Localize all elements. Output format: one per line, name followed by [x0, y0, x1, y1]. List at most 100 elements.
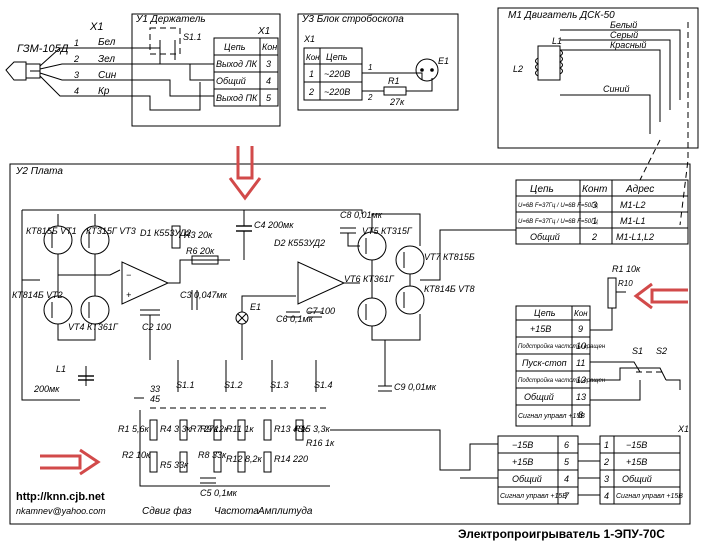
u3-node2: 2 [367, 93, 373, 102]
r16-label: R16 1к [306, 438, 335, 448]
lbt-row1-kon: 6 [564, 440, 569, 450]
u3-node1: 1 [368, 63, 372, 72]
ct-row6-kon: 8 [578, 410, 583, 420]
u1-head-kon: Кон [262, 42, 277, 52]
u1-row1-kon: 3 [266, 59, 271, 69]
speed-selector: 33 45 S1.1 S1.2 S1.3 S1.4 [134, 360, 333, 409]
u3-row2-cep: ~220В [324, 87, 350, 97]
u1-holder-block: У1 Держатель X1 S1.1 Цепь Кон Выход ЛК 3… [131, 13, 281, 127]
resistor-network: R1 5,6к R2 10к R4 3,3к R7 27к R5 33к R9 … [118, 410, 335, 517]
ct-row3-kon: 11 [576, 358, 585, 368]
u2-title: У2 Плата [15, 166, 63, 177]
m1-l1: L1 [552, 36, 562, 46]
pt-row1-adr: М1-L2 [620, 200, 646, 210]
pin-1: 1 [74, 38, 79, 48]
u3-row1-cep: ~220В [324, 69, 350, 79]
x1b-row4-cep: Сигнал управл +15В [616, 493, 683, 500]
e1-label: E1 [250, 302, 261, 312]
lbt-row4-cep: Сигнал управл +15В [500, 493, 567, 500]
u1-row3-cep: Выход ПК [216, 93, 258, 103]
cartridge-head: ГЗМ-105Д X1 Бел Зел Син Кр 1 2 3 4 [5, 21, 132, 97]
u1-conn: X1 [257, 26, 270, 37]
u3-title: У3 Блок стробоскопа [301, 13, 404, 25]
ct-row1-cep: +15В [530, 324, 551, 334]
red-arrow-right [40, 448, 101, 476]
r1-10k-pot: R1 10к R10 [590, 264, 641, 331]
vt5-label: VT5 КТ315Г [362, 226, 413, 236]
switch-s1-3: S1.3 [270, 380, 289, 390]
footer-email: nkamnev@yahoo.com [16, 506, 106, 516]
m1-wire-sin: Синий [603, 84, 629, 94]
x1b-row2-cep: +15В [626, 457, 647, 467]
r8-label: R8 33к [198, 450, 227, 460]
d2-label: D2 К553УД2 [274, 238, 325, 248]
pt-row2-adr: М1-L1 [620, 216, 646, 226]
vt8-label: КТ814Б VT8 [424, 284, 475, 294]
u3-conn: X1 [303, 34, 315, 44]
c8-label: C8 0,01мк [340, 210, 383, 220]
x1b-row4-kon: 4 [604, 491, 609, 501]
u3-r1-val: 27к [389, 97, 405, 107]
d1-opamp: D1 К553УД2 − + R3 20к R6 20к C3 0,047мк … [121, 225, 230, 360]
u1-row3-kon: 5 [266, 93, 272, 103]
ct-row6-cep: Сигнал управл +15В [518, 413, 585, 420]
r4-label: R4 3,3к [160, 424, 192, 434]
r9-label: R9 12к [200, 424, 229, 434]
ct-row2-cep: Подстройка частоты вращен [518, 343, 606, 350]
switch-s1-2: S1.2 [224, 380, 243, 390]
c2-label: C2 100 [142, 322, 171, 332]
x1b-row1-cep: −15В [626, 440, 647, 450]
ct-row5-kon: 13 [576, 392, 586, 402]
r13-label: R13 43к [274, 424, 308, 434]
lbt-row2-cep: +15В [512, 457, 533, 467]
ct-row1-kon: 9 [578, 324, 583, 334]
m1-motor-block: М1 Двигатель ДСК-50 Белый Серый Красный … [497, 7, 699, 226]
c1-label: 200мк [33, 384, 60, 394]
pt-row2-cep: U=6В F=37Гц / U=6В F=50Гц [518, 219, 598, 225]
ct-head-kon: Кон [574, 309, 588, 318]
r1-label: R1 5,6к [118, 424, 150, 434]
wire-bel: Бел [98, 37, 116, 48]
vt7-label: VT7 КТ815Б [424, 252, 475, 262]
right-output-stage: VT5 КТ315Г VT7 КТ815Б VT6 КТ361Г КТ814Б … [344, 213, 516, 392]
label-frequency: Частота [214, 506, 259, 517]
c4-capacitor: C4 200мк E1 [235, 210, 296, 360]
r12-label: R12 8,2к [226, 454, 263, 464]
lbt-row3-kon: 4 [564, 474, 569, 484]
r7-label: R7 27к [190, 424, 219, 434]
wire-zel: Зел [98, 54, 115, 65]
switch-s1-4: S1.4 [314, 380, 333, 390]
footer-url: http://knn.cjb.net [16, 491, 105, 503]
lbt-row2-kon: 5 [564, 457, 570, 467]
pt-head-cep: Цепь [530, 184, 554, 195]
pt-row3-cep: Общий [530, 232, 560, 242]
u1-head-cep: Цепь [224, 42, 246, 52]
s1-s2-switches: S1 S2 [590, 346, 681, 401]
control-table: Цепь Кон +15В 9 Подстройка частоты враще… [515, 305, 606, 427]
switch-s1-1: S1.1 [176, 380, 195, 390]
x1b-row3-cep: Общий [622, 474, 652, 484]
r2-label: R2 10к [122, 450, 151, 460]
r11-label: R11 1к [226, 424, 254, 434]
d2-opamp: D2 К553УД2 C6 0,1мк C7 100 [274, 238, 360, 324]
m1-wire-ser: Серый [610, 30, 638, 40]
r10-label: R10 [618, 279, 633, 288]
c4-label: C4 200мк [254, 220, 294, 230]
u1-title: У1 Держатель [135, 14, 206, 25]
pin-4: 4 [74, 86, 79, 96]
s2-label: S2 [656, 346, 667, 356]
u3-row1-kon: 1 [309, 69, 314, 79]
pt-row1-kont: 3 [592, 200, 597, 210]
wire-kr: Кр [98, 86, 110, 97]
c8-capacitor: C8 0,01мк [340, 210, 383, 247]
ct-row5-cep: Общий [524, 392, 554, 402]
u3-row2-kon: 2 [308, 87, 314, 97]
ct-row2-kon: 10 [576, 341, 586, 351]
ct-row3-cep: Пуск-стоп [522, 358, 567, 368]
c6-label: C6 0,1мк [276, 314, 314, 324]
pt-head-kont: Конт [582, 184, 607, 195]
d1-minus: − [126, 270, 131, 280]
pt-row3-adr: М1-L1,L2 [616, 232, 654, 242]
u1-switch: S1.1 [183, 32, 202, 42]
vt4-label: VT4 КТ361Г [68, 322, 119, 332]
